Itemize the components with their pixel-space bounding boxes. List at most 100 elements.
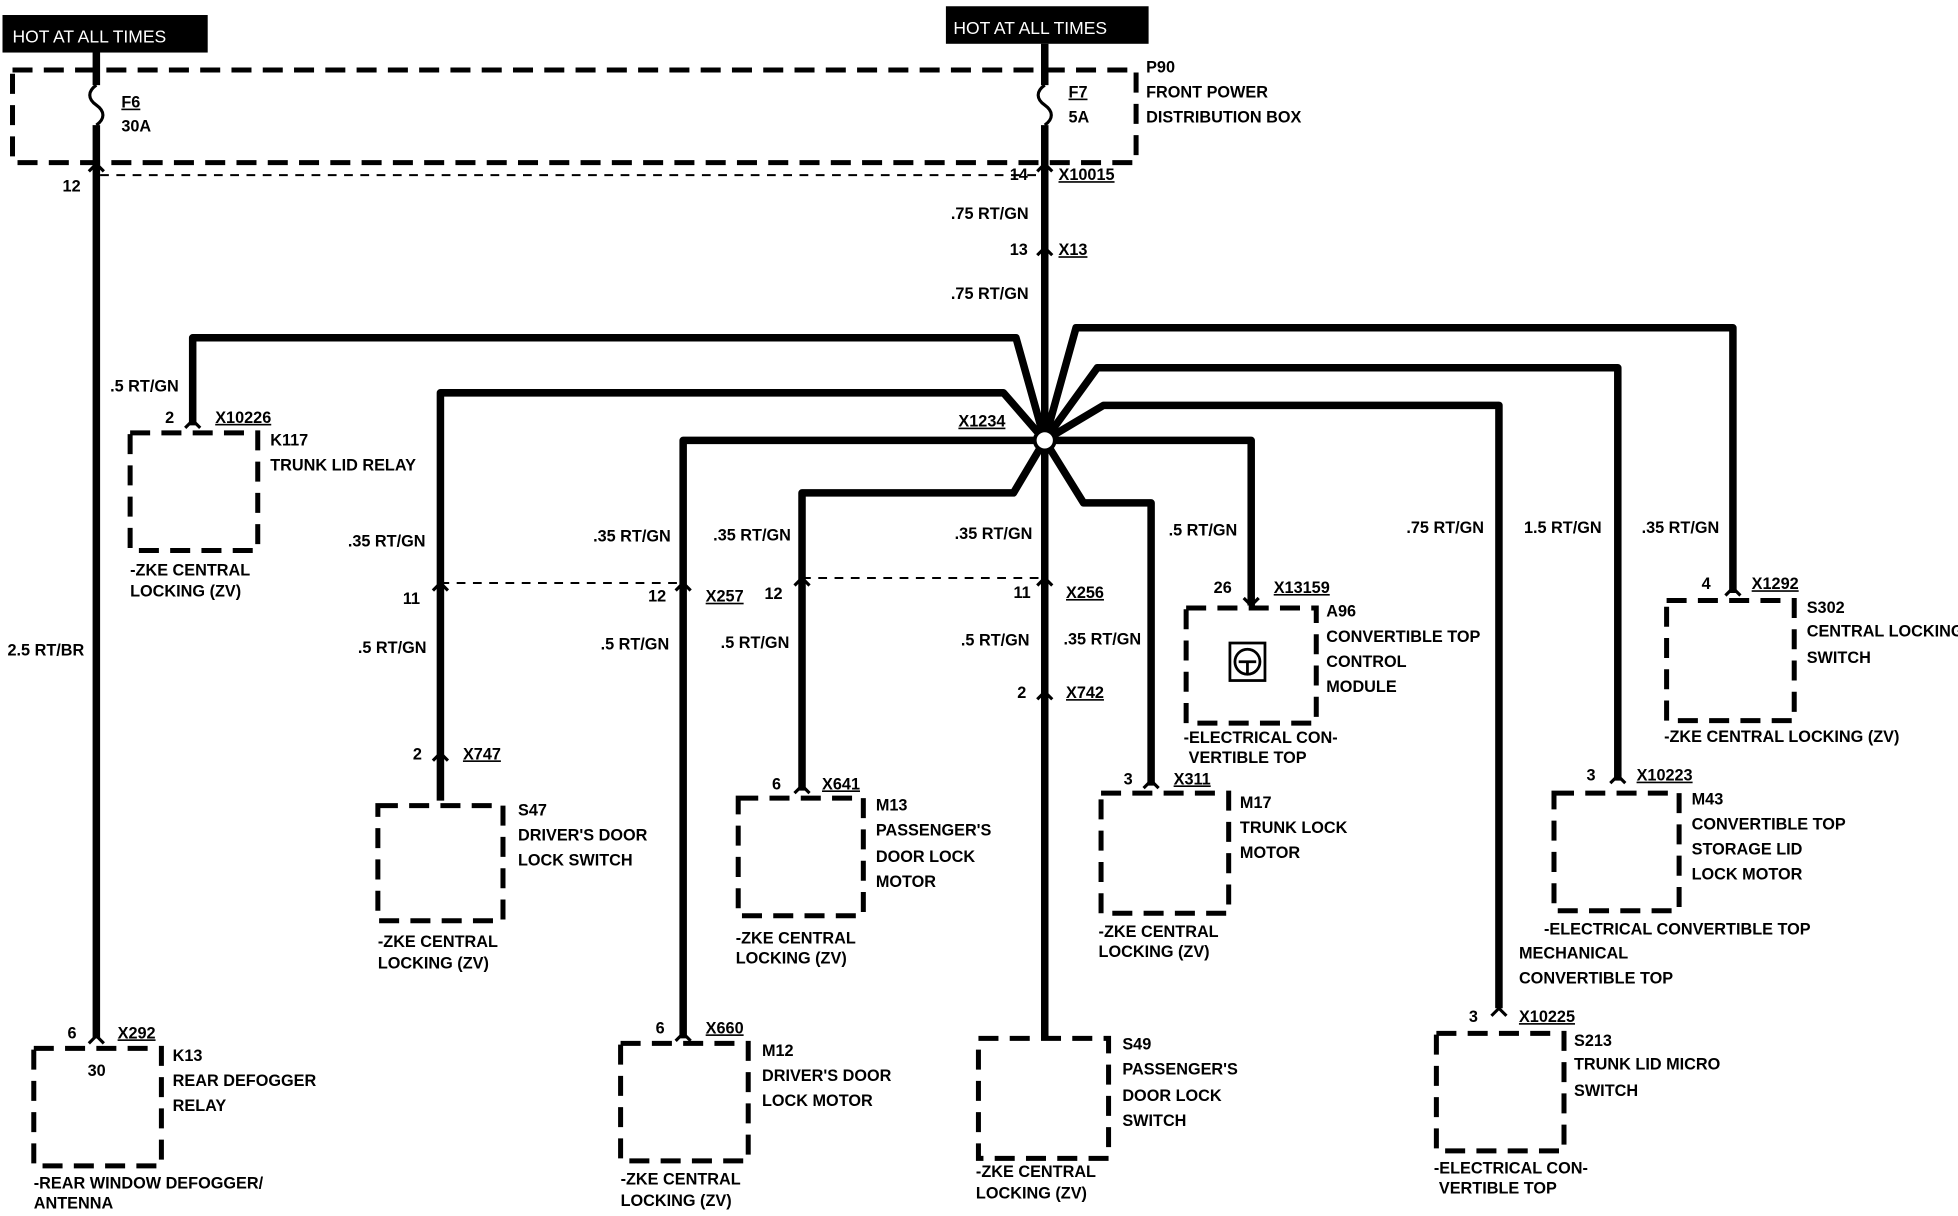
a96-id: A96 xyxy=(1326,603,1356,621)
a96-name-2: CONTROL xyxy=(1326,653,1406,671)
m13-name-1: PASSENGER'S xyxy=(876,822,992,840)
wire-to-s47 xyxy=(436,389,1048,801)
a96-name-1: CONVERTIBLE TOP xyxy=(1326,628,1480,646)
m13-pin-12: 12 xyxy=(764,585,782,603)
m43-name-3: LOCK MOTOR xyxy=(1692,865,1803,883)
wire-center-label-2: .75 RT/GN xyxy=(951,285,1029,303)
s49-system-1: -ZKE CENTRAL xyxy=(976,1163,1096,1181)
k13-rear-defogger-relay xyxy=(31,1045,164,1169)
s47-name-1: DRIVER'S DOOR xyxy=(518,827,648,845)
conn-x257: X257 xyxy=(706,588,744,606)
s47-id: S47 xyxy=(518,802,547,820)
s47-pin: 2 xyxy=(413,745,422,763)
k117-trunk-lid-relay xyxy=(127,430,261,553)
chevron-m13-upper xyxy=(793,575,811,587)
k117-pin: 2 xyxy=(165,409,174,427)
m13-system-1: -ZKE CENTRAL xyxy=(736,929,856,947)
s302-wire: .35 RT/GN xyxy=(1642,519,1720,537)
s49-name-2: DOOR LOCK xyxy=(1122,1087,1222,1105)
m17-wire: .35 RT/GN xyxy=(1064,630,1142,648)
s302-system: -ZKE CENTRAL LOCKING (ZV) xyxy=(1664,728,1899,746)
m12-id: M12 xyxy=(762,1042,794,1060)
wire-left-label: 2.5 RT/BR xyxy=(8,642,85,660)
control-module-icon xyxy=(1228,641,1267,682)
a96-name-3: MODULE xyxy=(1326,678,1397,696)
x13-pin-13: 13 xyxy=(1010,241,1028,259)
splice-x1234-node xyxy=(1032,428,1057,453)
s49-wire-bottom: .5 RT/GN xyxy=(961,632,1030,650)
s213-name-2: SWITCH xyxy=(1574,1082,1638,1100)
m12-wire-bottom: .5 RT/GN xyxy=(601,635,670,653)
s302-pin: 4 xyxy=(1702,575,1711,593)
m12-name-1: DRIVER'S DOOR xyxy=(762,1067,892,1085)
chevron-a96 xyxy=(1242,596,1260,608)
s302-name-1: CENTRAL LOCKING xyxy=(1807,623,1958,641)
a96-system-1: -ELECTRICAL CON- xyxy=(1184,729,1338,747)
m13-system-2: LOCKING (ZV) xyxy=(736,949,847,967)
s213-trunk-lid-micro-switch xyxy=(1433,1030,1567,1154)
conn-x256: X256 xyxy=(1066,584,1104,602)
s49-pin-11: 11 xyxy=(1013,584,1030,602)
s302-central-locking-switch xyxy=(1664,597,1797,724)
p90-power-distribution-box xyxy=(10,67,1139,166)
m12-system-1: -ZKE CENTRAL xyxy=(621,1171,741,1189)
m43-id: M43 xyxy=(1692,790,1724,808)
conn-x742: X742 xyxy=(1066,684,1104,702)
s302-id: S302 xyxy=(1807,599,1845,617)
splice-x1234-label: X1234 xyxy=(958,413,1005,431)
p90-id: P90 xyxy=(1146,59,1175,77)
a96-pin: 26 xyxy=(1214,579,1232,597)
s213-above-2: CONVERTIBLE TOP xyxy=(1519,969,1673,987)
s47-system-1: -ZKE CENTRAL xyxy=(378,933,498,951)
m12-pin-12: 12 xyxy=(648,588,666,606)
k13-conn: X292 xyxy=(118,1024,156,1042)
s302-conn: X1292 xyxy=(1752,575,1799,593)
fuse-f6-icon xyxy=(88,83,105,127)
chevron-m12-upper xyxy=(674,580,692,592)
a96-convertible-top-control-module xyxy=(1183,605,1319,726)
fuse-f7-name: F7 xyxy=(1069,84,1088,102)
chevron-s47 xyxy=(431,750,450,762)
k13-terminal: 30 xyxy=(88,1062,106,1080)
s213-name-1: TRUNK LID MICRO xyxy=(1574,1056,1720,1074)
chevron-m43 xyxy=(1609,773,1627,785)
s47-conn: X747 xyxy=(463,745,501,763)
wire-to-s302 xyxy=(1041,324,1737,593)
chevron-s213 xyxy=(1490,1006,1508,1017)
s47-wire-bottom: .5 RT/GN xyxy=(358,639,427,657)
chevron-m13 xyxy=(793,783,811,795)
a96-conn: X13159 xyxy=(1274,579,1330,597)
k13-system-2: ANTENNA xyxy=(34,1194,114,1212)
s49-passengers-door-lock-switch xyxy=(975,1035,1112,1161)
m17-name-2: MOTOR xyxy=(1240,844,1300,862)
m12-drivers-door-lock-motor xyxy=(618,1040,751,1164)
chevron-m12 xyxy=(674,1031,692,1042)
s49-id: S49 xyxy=(1122,1036,1151,1054)
m17-name-1: TRUNK LOCK xyxy=(1240,819,1348,837)
s49-name-1: PASSENGER'S xyxy=(1122,1061,1238,1079)
fuse-f7-rating: 5A xyxy=(1069,109,1090,127)
f7-pin-14: 14 xyxy=(1010,166,1028,184)
s49-pin-2: 2 xyxy=(1017,684,1026,702)
m13-id: M13 xyxy=(876,797,908,815)
m17-id: M17 xyxy=(1240,794,1272,812)
k117-id: K117 xyxy=(270,431,308,449)
s213-id: S213 xyxy=(1574,1032,1612,1050)
m43-system: -ELECTRICAL CONVERTIBLE TOP xyxy=(1544,920,1811,938)
chevron-s49-upper xyxy=(1036,575,1054,587)
p90-name-line1: FRONT POWER xyxy=(1146,84,1268,102)
m12-conn: X660 xyxy=(706,1019,744,1037)
fuse-f7-icon xyxy=(1036,83,1053,127)
wire-to-a96 xyxy=(1044,436,1255,606)
m43-convertible-top-storage-lid-lock-motor xyxy=(1551,790,1682,914)
wire-center-label-1: .75 RT/GN xyxy=(951,205,1029,223)
p90-name-line2: DISTRIBUTION BOX xyxy=(1146,109,1301,127)
s213-conn: X10225 xyxy=(1519,1008,1575,1026)
k117-name: TRUNK LID RELAY xyxy=(270,456,416,474)
chevron-m17 xyxy=(1142,778,1160,790)
m12-name-2: LOCK MOTOR xyxy=(762,1092,873,1110)
m43-name-1: CONVERTIBLE TOP xyxy=(1692,815,1846,833)
k13-pin: 6 xyxy=(68,1024,77,1042)
a96-system-2: VERTIBLE TOP xyxy=(1189,749,1307,767)
m17-trunk-lock-motor xyxy=(1098,790,1232,916)
